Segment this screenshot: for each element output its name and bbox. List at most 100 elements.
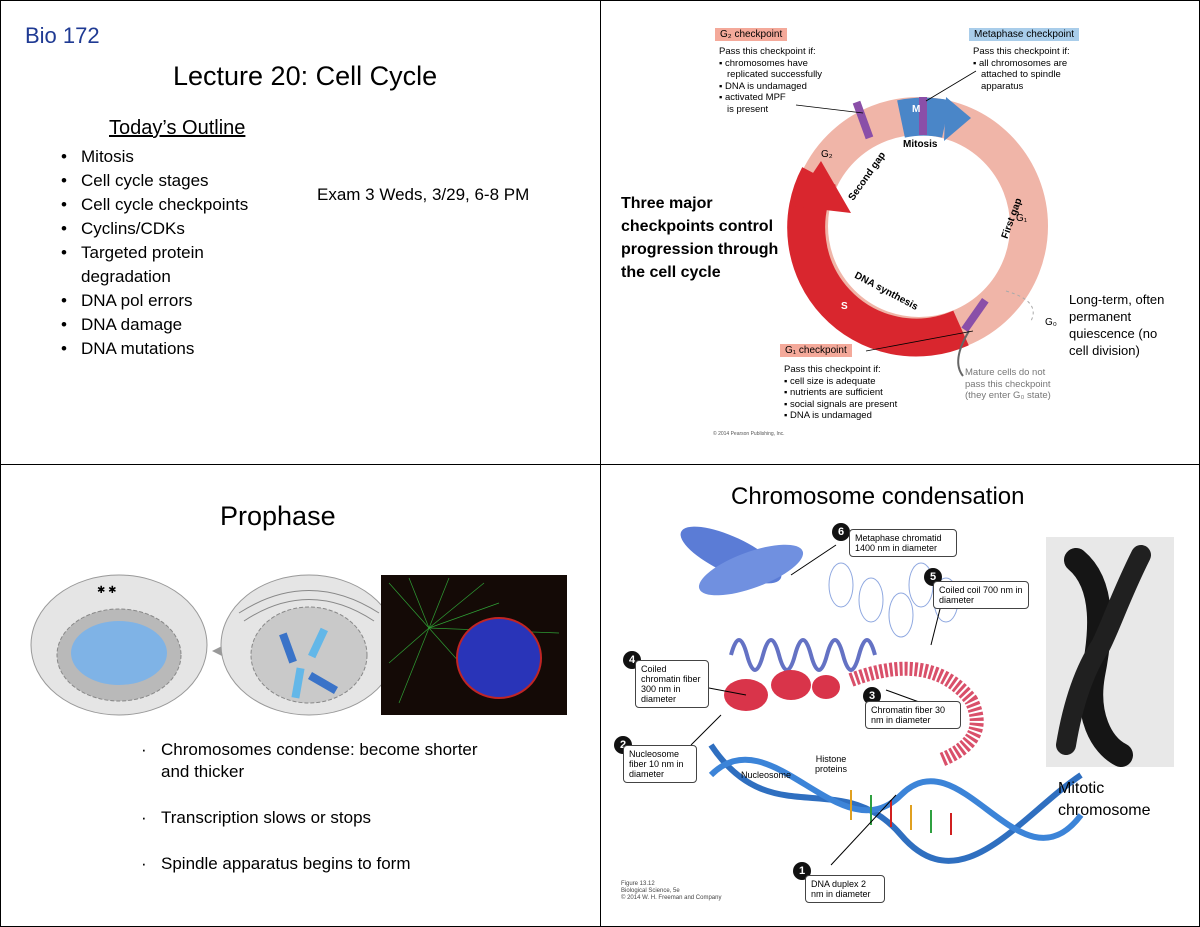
g1-checkpoint-bar <box>961 297 989 333</box>
dna-strand <box>708 756 1084 841</box>
g1-leader <box>865 330 974 352</box>
exam-notice: Exam 3 Weds, 3/29, 6-8 PM <box>317 185 530 204</box>
step-3-badge: 3 <box>863 687 881 705</box>
dna-strand <box>708 743 1083 864</box>
spindle-fibers <box>243 599 375 622</box>
prophase-illustration: ✱ ✱ <box>30 574 567 716</box>
mature-cell-line <box>957 330 970 377</box>
g2-criteria-item: is present <box>727 103 769 115</box>
mitotic-chromosome-label: Mitotic chromosome <box>1058 780 1151 819</box>
step-6-badge: 6 <box>832 523 850 541</box>
long-term-line: Long-term, often <box>1069 292 1165 307</box>
g1-criteria-item: ▪ DNA is undamaged <box>784 410 872 421</box>
metaphase-checkpoint-tag: Metaphase checkpoint <box>969 28 1080 41</box>
mature-line: Mature cells do not <box>965 367 1046 378</box>
base-pairs <box>850 790 952 835</box>
outline-item: Cell cycle checkpoints <box>61 193 281 217</box>
g2-checkpoint-bar <box>852 100 874 140</box>
prophase-bullet-text: Transcription slows or stops <box>161 808 372 827</box>
metaphase-checkpoint-bar <box>919 97 927 135</box>
outline-list: Mitosis Cell cycle stages Cell cycle che… <box>61 145 281 361</box>
g1-criteria-head: Pass this checkpoint if: <box>784 364 881 375</box>
metaphase-criteria-item: attached to spindle <box>981 69 1061 80</box>
slide-lecture-title: Bio 172 Lecture 20: Cell Cycle Today’s O… <box>0 0 601 465</box>
chromatin-fiber <box>848 661 984 767</box>
course-code: Bio 172 <box>25 23 100 48</box>
copyright: © 2014 Pearson Publishing, Inc. <box>713 431 785 437</box>
long-term-line: quiescence (no <box>1069 326 1158 341</box>
outline-item: Cell cycle stages <box>61 169 281 193</box>
s-phase-arc <box>787 167 969 357</box>
metaphase-criteria-item: apparatus <box>981 80 1024 92</box>
chromosome-icon <box>308 627 328 659</box>
prophase-bullet: ·Transcription slows or stops <box>141 808 372 827</box>
outline-item: Targeted protein degradation <box>61 241 251 289</box>
chromosome-icon <box>291 667 305 699</box>
chromatin-interphase <box>71 621 167 685</box>
g0-path <box>1005 290 1034 322</box>
g2-criteria-item: ▪ DNA is undamaged <box>719 80 807 92</box>
g2-criteria-head: Pass this checkpoint if: <box>719 46 816 57</box>
g2-leader <box>795 104 864 114</box>
label-coiled-chromatin: Coiled chromatin fiber 300 nm in diamete… <box>635 660 709 708</box>
lecture-title: Lecture 20: Cell Cycle <box>173 61 438 91</box>
histone-label: Histone proteins <box>814 754 848 774</box>
m-phase-arrowhead <box>944 97 971 141</box>
coiled-chromatin-fiber <box>729 638 877 672</box>
figure-credit-line: Figure 13.12 <box>621 881 655 887</box>
figure-credit: Figure 13.12 Biological Science, 5e © 20… <box>621 881 721 902</box>
condensation-diagram <box>680 526 1174 866</box>
metaphase-criteria-item: ▪ all chromosomes are <box>973 57 1068 69</box>
nucleosomes <box>724 670 840 711</box>
nucleosome-label: Nucleosome <box>741 770 792 780</box>
label-coiled-coil: Coiled coil 700 nm in diameter <box>933 581 1029 609</box>
label-nucleosome-fiber: Nucleosome fiber 10 nm in diameter <box>623 745 697 783</box>
outline-item: Mitosis <box>61 145 281 169</box>
outline-item: Cyclins/CDKs <box>61 217 281 241</box>
metaphase-criteria: Pass this checkpoint if: ▪ all chromosom… <box>973 46 1070 92</box>
g2-criteria-item: ▪ activated MPF <box>719 92 786 103</box>
s-phase-label: S <box>841 301 848 312</box>
outline-item: DNA mutations <box>61 337 281 361</box>
slide-condensation: Chromosome condensation <box>600 464 1200 927</box>
g1-criteria-item: ▪ social signals are present <box>784 398 898 410</box>
checkpoints-caption: Three major checkpoints control progress… <box>621 195 779 281</box>
cell-cycle-diagram <box>787 70 1048 377</box>
g2-phase-label: G₂ <box>821 149 833 160</box>
s-phase-arrowhead <box>791 161 851 213</box>
g1-criteria: Pass this checkpoint if: ▪ cell size is … <box>784 364 897 422</box>
m-label: M <box>912 104 921 115</box>
centrosome-icon: ✱ ✱ <box>97 585 117 596</box>
outline-item: DNA pol errors <box>61 289 281 313</box>
outline-item: DNA damage <box>61 313 281 337</box>
chromatid-dark <box>1056 545 1151 755</box>
long-term-line: cell division) <box>1069 343 1140 358</box>
prophase-bullet: ·Spindle apparatus begins to form <box>141 854 411 873</box>
prophase-bullet-text: Chromosomes condense: become shorter and… <box>161 740 478 781</box>
prophase-bullet-text: Spindle apparatus begins to form <box>161 854 411 873</box>
mature-cells-note: Mature cells do not pass this checkpoint… <box>965 367 1051 402</box>
mature-line: (they enter G₀ state) <box>965 390 1051 401</box>
long-term-note: Long-term, often permanent quiescence (n… <box>1069 291 1164 359</box>
spindle-fibers <box>238 590 380 614</box>
g1-criteria-item: ▪ nutrients are sufficient <box>784 387 883 398</box>
outline-heading: Today’s Outline <box>109 117 246 139</box>
prophase-title: Prophase <box>220 501 336 531</box>
g2-criteria-item: replicated successfully <box>727 69 823 80</box>
g2-criteria: Pass this checkpoint if: ▪ chromosomes h… <box>719 46 822 115</box>
metaphase-chromatid <box>680 526 804 596</box>
slide-prophase: Prophase ✱ ✱ ·Chromosomes condense: beco… <box>0 464 601 927</box>
micrograph-nucleus <box>456 617 542 699</box>
long-term-line: permanent <box>1069 309 1132 324</box>
mitosis-label: Mitosis <box>903 139 938 150</box>
g1-phase-label: G₁ <box>1016 213 1028 224</box>
metaphase-criteria-head: Pass this checkpoint if: <box>973 46 1070 57</box>
slide-checkpoints: M Mitosis G₂ Second gap G₁ First gap S D… <box>600 0 1200 465</box>
g0-label: G₀ <box>1045 317 1057 328</box>
label-metaphase-chromatid: Metaphase chromatid 1400 nm in diameter <box>849 529 957 557</box>
label-dna-duplex: DNA duplex 2 nm in diameter <box>805 875 885 903</box>
condensation-title: Chromosome condensation <box>731 483 1025 510</box>
g1-checkpoint-tag: G₁ checkpoint <box>780 344 852 357</box>
prophase-bullet: ·Chromosomes condense: become shorter an… <box>141 740 478 781</box>
g2-criteria-item: ▪ chromosomes have <box>719 57 808 69</box>
